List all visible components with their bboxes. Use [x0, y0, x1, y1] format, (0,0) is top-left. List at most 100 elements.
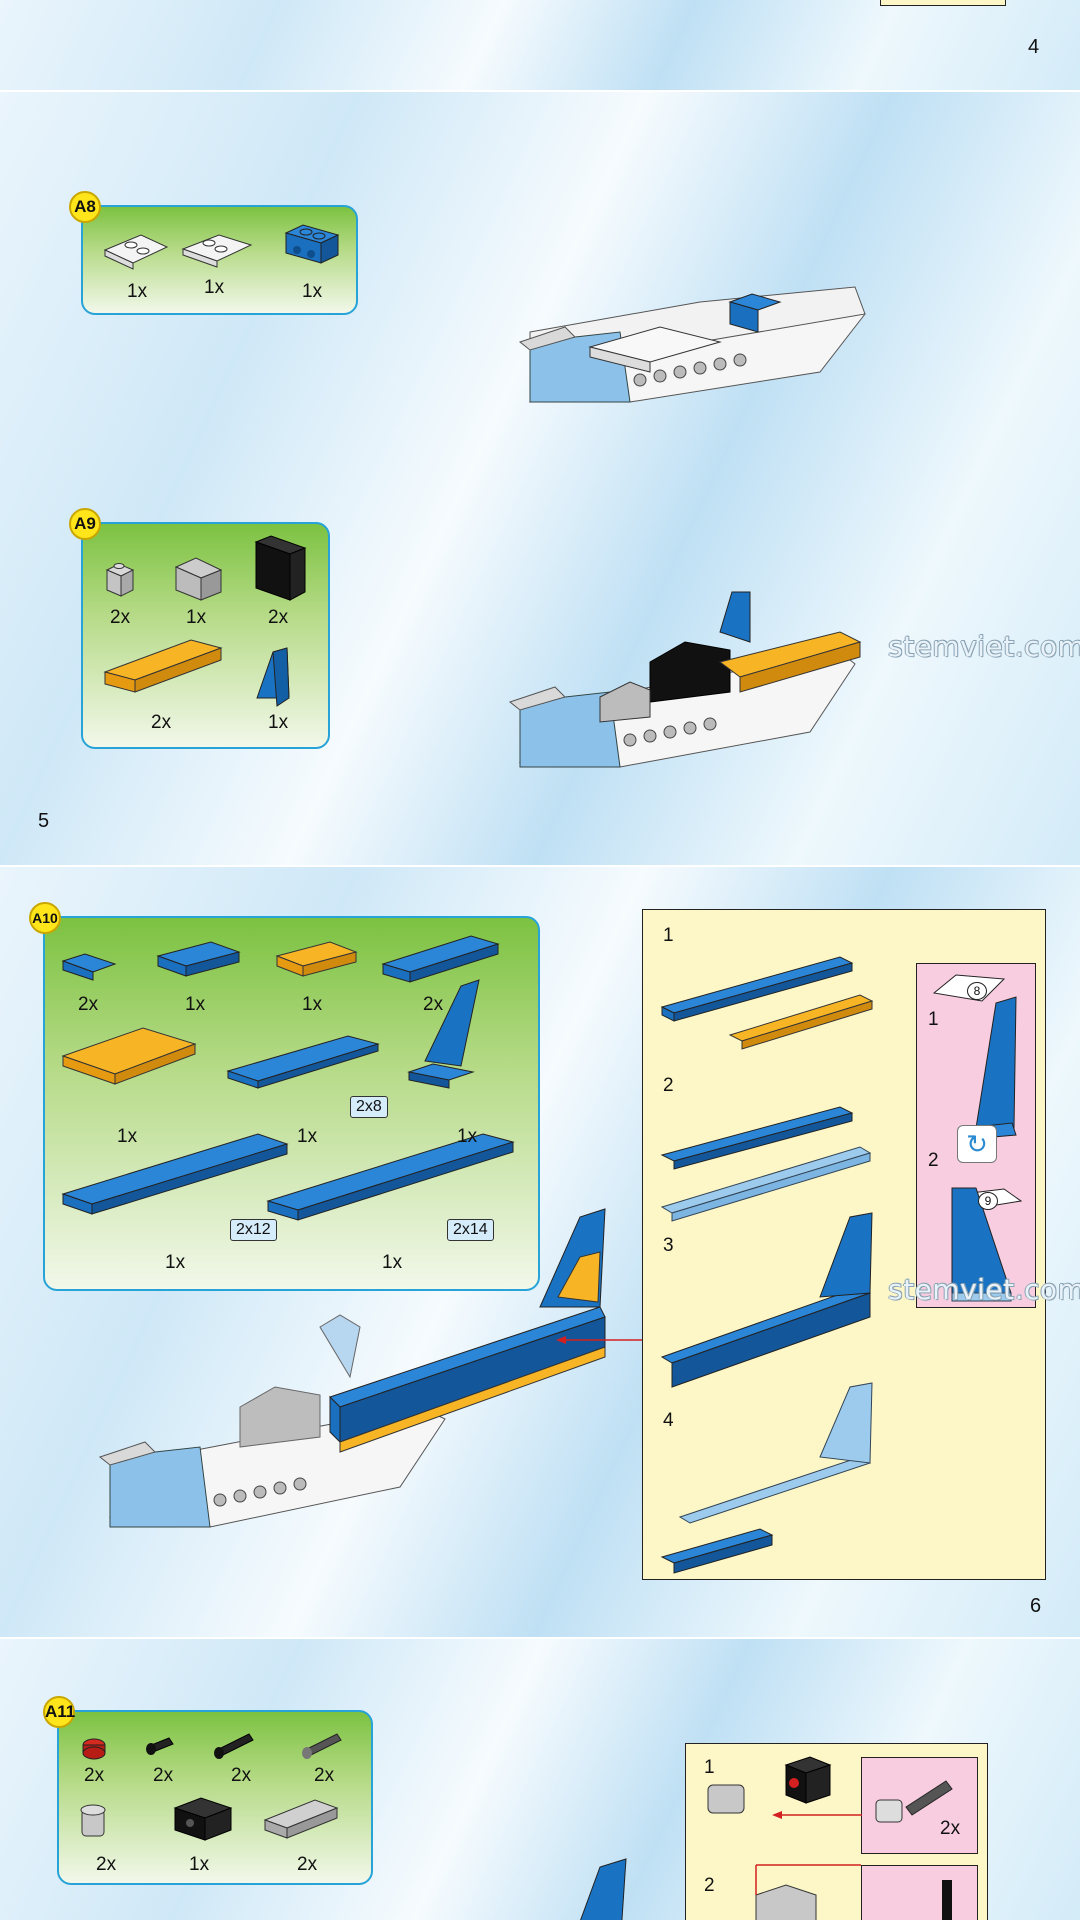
substep-1-plates: [660, 956, 874, 1050]
page-number: 4: [1028, 36, 1040, 58]
blue-tile-2x8: [226, 1035, 380, 1089]
step-badge-a10: A10: [29, 902, 61, 934]
qty-label: 1x: [302, 281, 323, 302]
qty-label: 2x: [151, 712, 172, 733]
orange-tiles-on-model: [718, 631, 862, 693]
a9-parts-art: [103, 535, 307, 707]
a10-assembly-model: [98, 1208, 642, 1528]
qty-label: 1x: [297, 1126, 318, 1147]
page-6: A10: [0, 867, 1080, 1637]
black-panel: [254, 535, 307, 601]
size-callout-2x12: 2x12: [230, 1219, 277, 1241]
a11-subassembly-art: [707, 1756, 953, 1920]
grey-liftarm: [263, 1799, 339, 1839]
substep-number: 4: [663, 1410, 674, 1431]
qty-label: 2x: [314, 1765, 335, 1786]
a10-parts-art: [61, 935, 515, 1221]
blue-plate-long: [381, 935, 500, 983]
blue-slope: [256, 647, 290, 707]
watermark: stemviet.com: [888, 1273, 1080, 1306]
inset-1-art: [875, 1780, 953, 1823]
black-panels-on-model: [649, 641, 731, 703]
step-badge-a9: A9: [69, 508, 101, 540]
orange-plate-2x4: [275, 941, 358, 977]
substep-1-art: [707, 1756, 862, 1819]
page-number: 6: [1030, 1595, 1042, 1617]
rotate-icon: ↻: [957, 1125, 997, 1163]
black-technic-brick: [173, 1797, 233, 1841]
blue-slope-on-model: [719, 591, 751, 643]
qty-label: 1x: [268, 712, 289, 733]
qty-label: 1x: [185, 994, 206, 1015]
tail-fin-on-model: [539, 1208, 606, 1308]
black-pin-long: [214, 1733, 254, 1759]
black-pin-short: [146, 1737, 174, 1755]
qty-label: 2x: [940, 1818, 961, 1839]
substep-2-art: [755, 1864, 952, 1920]
page-5: A8 1x 1x 1x: [0, 92, 1080, 865]
substep-number: 3: [663, 1235, 674, 1256]
qty-label: 1x: [204, 277, 225, 298]
a11-assembly-fragment: [580, 1858, 627, 1920]
inset-callout-8: 8: [967, 982, 987, 1000]
blue-bracket: [284, 224, 340, 264]
orange-plate-4x6: [61, 1027, 197, 1085]
blue-bracket-on-top: [728, 293, 782, 333]
qty-label: 2x: [110, 607, 131, 628]
white-wedge-plate-left: [103, 234, 169, 270]
a8-parts-art: [103, 224, 340, 270]
blue-plate-2x4: [156, 941, 241, 977]
qty-label: 2x: [231, 1765, 252, 1786]
size-callout-2x8: 2x8: [350, 1096, 388, 1118]
qty-label: 2x: [297, 1854, 318, 1875]
qty-label: 2x: [423, 994, 444, 1015]
qty-label: 1x: [117, 1126, 138, 1147]
substep-number: 2: [704, 1875, 715, 1896]
qty-label: 1x: [302, 994, 323, 1015]
page-7: A11: [0, 1639, 1080, 1920]
inset-callout-9: 9: [978, 1192, 998, 1210]
qty-label: 1x: [382, 1252, 403, 1273]
substep-4-assembly: [660, 1382, 873, 1574]
qty-label: 2x: [96, 1854, 117, 1875]
qty-label: 2x: [268, 607, 289, 628]
yellow-box-fragment: [880, 0, 1006, 6]
parts-box-a11: [57, 1710, 373, 1885]
blue-tail-fin: [407, 979, 480, 1089]
inset-substep-number: 1: [928, 1009, 939, 1030]
blue-fuselage: [329, 1306, 606, 1453]
grey-windscreen: [174, 557, 223, 601]
page-4: 4: [0, 0, 1080, 90]
blue-plate-clip: [61, 953, 117, 981]
qty-label: 1x: [186, 607, 207, 628]
qty-label: 2x: [78, 994, 99, 1015]
pin-inset-2: [861, 1865, 978, 1920]
grey-axle-pin: [302, 1733, 342, 1759]
grey-connector: [80, 1804, 106, 1837]
page-number: 5: [38, 810, 50, 832]
white-wedges-on-model: [588, 326, 722, 373]
blue-plate-2x14: [266, 1133, 515, 1221]
red-round-tile: [82, 1738, 106, 1760]
grey-windscreen-on-model: [599, 681, 651, 723]
grey-brick-1x1: [105, 563, 135, 597]
subassembly-art: [660, 956, 874, 1574]
watermark: stemviet.com: [888, 630, 1080, 663]
white-wedge-plate-right: [181, 234, 253, 268]
qty-label: 1x: [165, 1252, 186, 1273]
inset-substep-number: 2: [928, 1150, 939, 1171]
step-badge-a8: A8: [69, 191, 101, 223]
substep-2-plates: [660, 1106, 872, 1222]
orange-tile-long: [103, 639, 223, 693]
a11-parts-art: [80, 1733, 342, 1841]
substep-number: 1: [663, 925, 674, 946]
blue-plate-2x12: [61, 1133, 289, 1215]
step-badge-a11: A11: [43, 1696, 75, 1728]
qty-label: 1x: [127, 281, 148, 302]
qty-label: 2x: [153, 1765, 174, 1786]
substep-3-assembly: [660, 1212, 873, 1388]
substep-number: 1: [704, 1757, 715, 1778]
substep-number: 2: [663, 1075, 674, 1096]
size-callout-2x14: 2x14: [447, 1219, 494, 1241]
qty-label: 1x: [457, 1126, 478, 1147]
